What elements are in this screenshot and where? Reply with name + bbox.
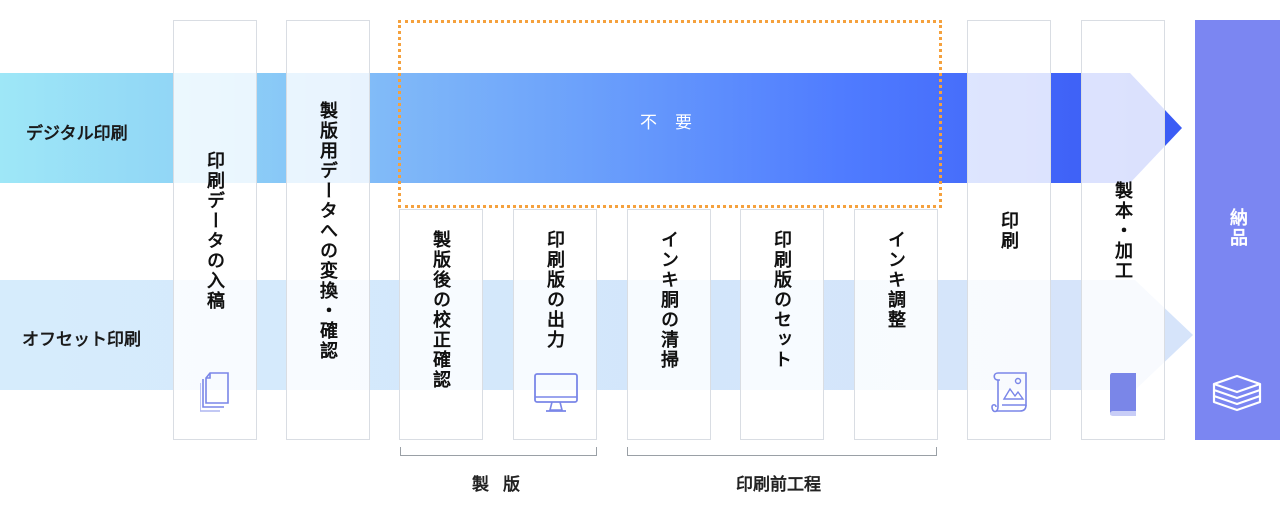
step-label-input: 印刷データの入稿 xyxy=(204,151,225,311)
unneeded-label: 不要 xyxy=(640,113,710,133)
step-label-plate-set: 印刷版のセット xyxy=(771,230,792,370)
step-label-ink-clean: インキ胴の清掃 xyxy=(658,230,679,370)
step-label-plate-output: 印刷版の出力 xyxy=(544,230,565,350)
step-card-proof: 製版後の校正確認 xyxy=(399,209,483,440)
monitor-icon xyxy=(534,373,578,413)
print-scroll-icon xyxy=(990,369,1030,415)
step-label-convert: 製版用データへの変換・確認 xyxy=(317,101,338,361)
step-card-input: 印刷データの入稿 xyxy=(173,20,257,440)
row-label-digital: デジタル印刷 xyxy=(26,124,128,144)
step-label-print: 印刷 xyxy=(998,211,1019,251)
bracket-prepress xyxy=(627,447,937,456)
step-card-print: 印刷 xyxy=(967,20,1051,440)
book-icon xyxy=(1108,371,1140,417)
bracket-platemaking xyxy=(400,447,597,456)
step-label-binding: 製本・加工 xyxy=(1112,181,1133,281)
step-card-ink-clean: インキ胴の清掃 xyxy=(627,209,711,440)
step-card-plate-set: 印刷版のセット xyxy=(740,209,824,440)
step-card-convert: 製版用データへの変換・確認 xyxy=(286,20,370,440)
row-label-offset: オフセット印刷 xyxy=(22,330,141,350)
documents-icon xyxy=(200,371,232,413)
group-label-platemaking: 製版 xyxy=(472,475,534,495)
step-card-plate-output: 印刷版の出力 xyxy=(513,209,597,440)
group-label-prepress: 印刷前工程 xyxy=(736,475,821,495)
step-card-ink-adjust: インキ調整 xyxy=(854,209,938,440)
step-label-ink-adjust: インキ調整 xyxy=(885,230,906,330)
step-card-binding: 製本・加工 xyxy=(1081,20,1165,440)
step-label-proof: 製版後の校正確認 xyxy=(430,230,451,390)
unneeded-outline xyxy=(398,20,942,208)
delivery-box: 納品 xyxy=(1195,20,1280,440)
step-label-delivery: 納品 xyxy=(1227,208,1248,248)
stack-icon xyxy=(1212,374,1262,414)
